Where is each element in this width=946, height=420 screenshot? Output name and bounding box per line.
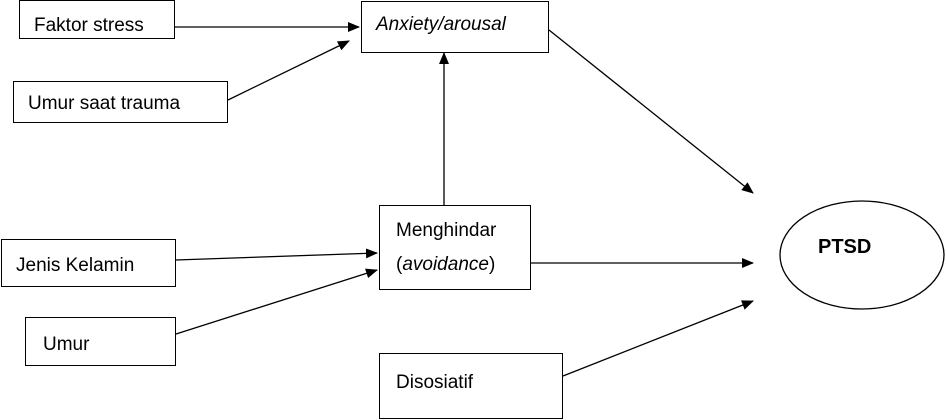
node-menghindar-line2: (avoidance) [396, 255, 495, 274]
node-menghindar-paren-open: ( [396, 254, 403, 275]
node-menghindar-paren-close: ) [488, 254, 496, 275]
arrow-umur-saat-trauma-to-anxiety [227, 40, 350, 101]
arrow-jenis-kelamin-to-menghindar [175, 248, 378, 261]
node-jenis-kelamin-label: Jenis Kelamin [16, 255, 135, 276]
ptsd-ellipse [779, 200, 945, 310]
arrow-umur-to-menghindar [175, 268, 378, 335]
arrow-anxiety-to-ptsd [548, 29, 754, 194]
node-menghindar-italic: avoidance [402, 254, 489, 275]
node-anxiety-arousal-label: Anxiety/arousal [376, 14, 506, 35]
node-umur-saat-trauma-label: Umur saat trauma [28, 93, 181, 114]
arrow-disosiatif-to-ptsd [562, 300, 754, 377]
node-umur-saat-trauma: Umur saat trauma [13, 81, 228, 123]
node-faktor-stress-label: Faktor stress [34, 15, 144, 36]
node-disosiatif-label: Disosiatif [396, 372, 474, 393]
node-disosiatif: Disosiatif [379, 353, 563, 419]
node-menghindar-line1: Menghindar [396, 220, 497, 241]
node-jenis-kelamin: Jenis Kelamin [1, 239, 176, 287]
node-ptsd-label: PTSD [818, 236, 872, 258]
node-menghindar: Menghindar (avoidance) [379, 205, 531, 290]
node-anxiety-arousal: Anxiety/arousal [361, 1, 549, 53]
node-umur-label: Umur [43, 334, 90, 355]
node-umur: Umur [25, 317, 176, 366]
node-faktor-stress: Faktor stress [19, 0, 175, 39]
